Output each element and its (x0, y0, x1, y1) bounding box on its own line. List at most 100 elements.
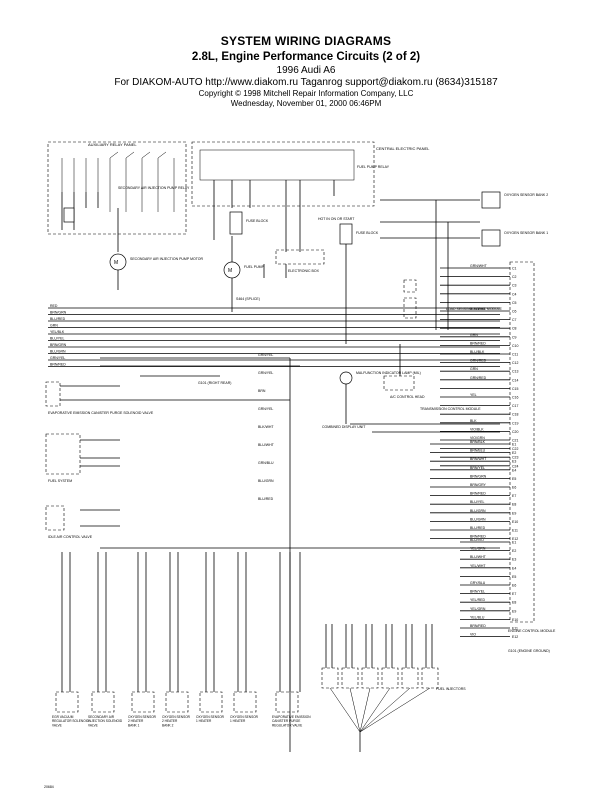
ecm-label: ENGINE CONTROL MODULE (508, 629, 556, 633)
mid-wire-label: GRN/BLU (258, 461, 274, 465)
ecm-wire-label: BRN/GRY (470, 483, 487, 487)
mid-wire-label: GRN/YEL (258, 407, 273, 411)
ecm-wire-label: BRN/YEL (470, 466, 485, 470)
ecm-pin-label: E8 (512, 601, 516, 605)
ecm-pin-label: E11 (512, 529, 518, 533)
diagram-code: 20684 (44, 785, 54, 789)
ecm-pin-label: C11 (512, 353, 518, 357)
electronic-box (275, 249, 325, 265)
injector-return (359, 687, 431, 733)
mid-wire-label: BLU/RED (258, 497, 274, 501)
ecm-pin-label: C24 (512, 464, 518, 468)
bottom-component-label: OXYGEN SENSOR (162, 715, 191, 719)
ecm-pin-label: E2 (512, 549, 516, 553)
ecm-pin-group-c: E1BLU/VIOE2YEL/GRNE3BLU/WHTE4YEL/WHTE5E6… (460, 538, 518, 639)
ecm-wire-label: GRN (470, 367, 478, 371)
sec-air-motor-label: SECONDARY AIR INJECTION PUMP MOTOR (130, 257, 204, 261)
mid-wire-label: GRN/YEL (258, 353, 273, 357)
ecm-pin-label: E10 (512, 520, 518, 524)
bottom-component-label: CANISTER PURGE (272, 719, 300, 723)
thermo-label: LOAD SENSING SIGNAL MODULE (446, 307, 503, 311)
bottom-component-label: SECONDARY AIR (88, 715, 115, 719)
ecm-wire-label: YEL/RED (470, 598, 485, 602)
fuse-block-2-label: FUSE BLOCK (356, 231, 379, 235)
ecm-pin-label: C21 (512, 439, 518, 443)
ecm-pin-label: C20 (512, 430, 518, 434)
ecm-pin-label: C16 (512, 396, 518, 400)
bottom-component-label: OXYGEN SENSOR (230, 715, 259, 719)
ecm-pin-label: E4 (512, 566, 516, 570)
bottom-component-box (199, 691, 223, 713)
ecm-pin-label: E9 (512, 609, 516, 613)
ecm-pin-label: C4 (512, 292, 517, 296)
injector-return (359, 687, 411, 733)
ecm-wire-label: BRN/RED (470, 624, 486, 628)
trans-ctrl-label: TRANSMISSION CONTROL MODULE (420, 407, 481, 411)
injector-return (359, 687, 391, 733)
ecm-wire-label: VIO/BLK (470, 427, 484, 431)
ecm-pin-label: C23 (512, 456, 518, 460)
injector-wires (321, 624, 439, 752)
injector-box (361, 667, 379, 689)
central-panel-label: CENTRAL ELECTRIC PANEL (376, 146, 430, 151)
ecm-wire-label: BLK/WHT (470, 307, 486, 311)
page-subtitle: 2.8L, Engine Performance Circuits (2 of … (191, 51, 421, 63)
ecm-pin-label: E4 (512, 468, 516, 472)
evap-purge-box (45, 381, 61, 407)
ac-control-label: A/C CONTROL HEAD (390, 395, 425, 399)
o2-sensor-b2-label: OXYGEN SENSOR BANK 2 (504, 193, 548, 197)
bottom-component-box (165, 691, 189, 713)
o2-sensor-wires (380, 199, 480, 330)
injector-return (329, 687, 361, 733)
bottom-component-label: 1 HEATER (196, 719, 212, 723)
ecm-pin-label: C2 (512, 275, 517, 279)
o2-sensor-b1-box (481, 229, 501, 247)
bottom-component-label: EGR VACUUM (52, 715, 74, 719)
hot-in-run-label: HOT IN ON OR START (318, 217, 355, 221)
mid-wire-label: BLU/GRN (258, 479, 274, 483)
g101b-label: G101 (ENGINE GROUND) (508, 649, 550, 653)
left-bus-wire-label: YEL/BLK (50, 330, 65, 334)
mil-lamp-icon (339, 371, 353, 385)
injector-box (381, 667, 399, 689)
ecm-wire-label: BLU/VIO (470, 538, 484, 542)
bottom-component-label: OXYGEN SENSOR (128, 715, 157, 719)
bottom-component-label: BANK 2 (162, 723, 174, 727)
mil-wires (345, 344, 500, 433)
ecm-pin-label: C1 (512, 267, 517, 271)
fuel-pump-wires (213, 180, 335, 312)
ecm-pin-label: C10 (512, 344, 518, 348)
ecm-pin-label: C8 (512, 327, 517, 331)
ecm-pin-label: E10 (512, 618, 518, 622)
ecm-wire-label: BRN/GRN (470, 474, 487, 478)
ecm-pin-label: C15 (512, 387, 518, 391)
left-bus-wire-label: BRN/GRN (50, 311, 67, 315)
evap-purge-label: EVAPORATIVE EMISSION CANISTER PURGE SOLE… (48, 411, 154, 415)
ecm-wire-label: GRN (470, 333, 478, 337)
ecm-wire-label: VIO/GRN (470, 436, 485, 440)
bottom-component-box (55, 691, 79, 713)
bottom-component-label: 2 HEATER (162, 719, 178, 723)
fuel-system-label: FUEL SYSTEM (48, 479, 72, 483)
mid-wire-label: BLU/WHT (258, 443, 275, 447)
fuel-injectors-label: FUEL INJECTORS (436, 687, 466, 691)
left-bus-wire-label: BRN/GRN (50, 343, 67, 347)
mid-wire-label: GRN/YEL (258, 371, 273, 375)
ecm-pin-label: E1 (512, 443, 516, 447)
ecm-pin-label: C12 (512, 361, 518, 365)
ecm-pin-label: C6 (512, 310, 517, 314)
ecm-wire-label: GRN/RED (470, 359, 487, 363)
vehicle-label: 1996 Audi A6 (276, 65, 336, 76)
fuse-block-2 (339, 223, 353, 245)
ecm-pin-label: C9 (512, 335, 517, 339)
ecm-pin-label: C7 (512, 318, 517, 322)
ecm-pin-group-a: C1GRN/WHTC2C3C4C5C6BLK/WHTC7C8C9GRNC10BR… (440, 264, 518, 468)
ecm-wire-label: YEL (470, 393, 477, 397)
ecm-pin-label: C14 (512, 378, 518, 382)
sec-air-relay-label: SECONDARY AIR INJECTION PUMP RELAY (118, 186, 190, 190)
ecm-pin-label: C22 (512, 447, 518, 451)
left-bus-wire-label: BRN/RED (50, 363, 66, 367)
ecm-wire-label: GRN/WHT (470, 264, 488, 268)
g101-label: G101 (RIGHT REAR) (198, 381, 231, 385)
ecm-pin-label: E9 (512, 511, 516, 515)
